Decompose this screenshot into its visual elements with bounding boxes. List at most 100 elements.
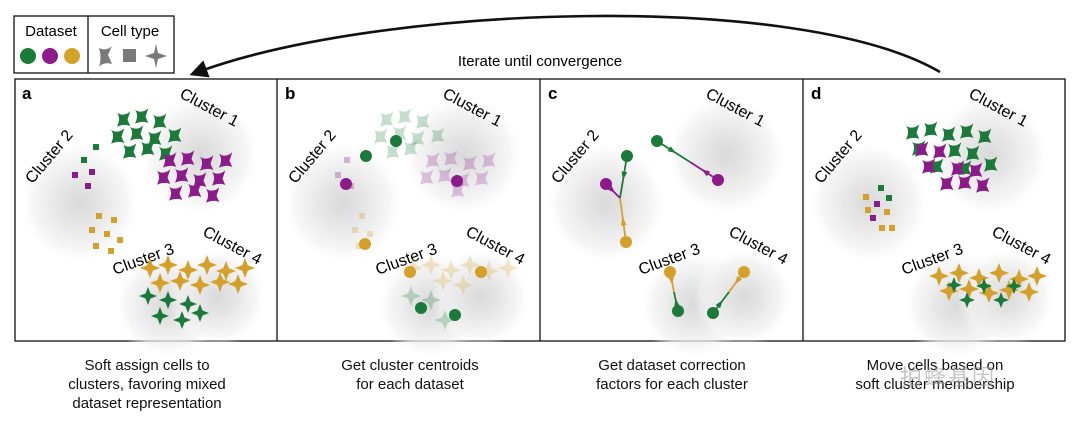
- caption-c-line-2: factors for each cluster: [596, 376, 748, 393]
- wedge-cell: [922, 158, 936, 174]
- square-cell: [865, 207, 871, 213]
- wedge-cell: [411, 130, 425, 146]
- square-cell: [335, 172, 341, 178]
- star-cell: [170, 271, 190, 291]
- centroid-c1-purple: [451, 175, 463, 187]
- caption-c: Get dataset correction factors for each …: [542, 356, 802, 394]
- cluster-4-halo: [431, 247, 531, 347]
- cluster-1-halo: [138, 93, 262, 217]
- star-cell: [939, 281, 959, 301]
- cluster-2-halo: [544, 141, 668, 265]
- caption-d-line-1: Move cells based on: [866, 357, 1004, 374]
- square-cell: [874, 201, 880, 207]
- star-cell: [178, 260, 198, 280]
- star-cell: [159, 291, 177, 309]
- wedge-cell: [206, 187, 220, 203]
- square-cell: [878, 185, 884, 191]
- square-cell: [72, 172, 78, 178]
- star-cell: [197, 255, 217, 275]
- celltype-square-icon: [123, 49, 136, 62]
- wedge-cell: [984, 156, 998, 172]
- centroid-c2-gold: [359, 238, 371, 250]
- watermark: 拍蜂基因: [900, 366, 997, 391]
- star-cell: [979, 283, 999, 303]
- wedge-cell: [420, 169, 434, 185]
- wedge-cell: [212, 170, 226, 186]
- caption-d-line-2: soft cluster membership: [855, 376, 1015, 393]
- cluster-2-halo: [807, 141, 931, 265]
- wedge-cell: [200, 155, 214, 171]
- iterate-arrow: [189, 14, 941, 78]
- star-cell: [441, 260, 461, 280]
- square-cell: [863, 194, 869, 200]
- corr-arrow-c3-gold-head: [668, 276, 674, 285]
- wedge-cell: [966, 145, 980, 161]
- square-cell: [870, 215, 876, 221]
- wedge-cell: [398, 108, 412, 124]
- panel-letter: a: [22, 84, 32, 103]
- star-cell: [989, 263, 1009, 283]
- star-cell: [433, 271, 453, 291]
- star-cell: [1019, 282, 1039, 302]
- caption-a-line-3: dataset representation: [72, 395, 222, 412]
- centroid-c3-gold: [404, 266, 416, 278]
- panel-letter: b: [285, 84, 295, 103]
- star-cell: [150, 273, 170, 293]
- cluster-1-halo: [664, 93, 788, 217]
- star-cell: [401, 286, 421, 306]
- wedge-cell: [444, 150, 458, 166]
- wedge-cell: [948, 142, 962, 158]
- centroid-1: [600, 178, 612, 190]
- caption-d: Move cells based on soft cluster members…: [805, 356, 1065, 394]
- centroid-4: [712, 174, 724, 186]
- star-cell: [151, 307, 169, 325]
- square-cell: [93, 144, 99, 150]
- centroid-c3-green: [415, 302, 427, 314]
- centroid-c2-green: [360, 150, 372, 162]
- centroid-c2-purple: [340, 178, 352, 190]
- wedge-cell: [906, 124, 920, 140]
- square-cell: [344, 157, 350, 163]
- wedge-cell: [475, 170, 489, 186]
- star-cell: [1027, 266, 1047, 286]
- square-cell: [108, 248, 114, 254]
- celltype-wedge-icon: [99, 46, 112, 67]
- cluster-4-halo: [694, 247, 794, 347]
- caption-b: Get cluster centroids for each dataset: [280, 356, 540, 394]
- square-cell: [111, 217, 117, 223]
- cluster-1-halo: [401, 93, 525, 217]
- square-cell: [93, 243, 99, 249]
- square-cell: [89, 227, 95, 233]
- cluster-2-halo: [281, 141, 405, 265]
- wedge-cell: [960, 123, 974, 139]
- star-cell: [946, 277, 962, 293]
- wedge-cell: [219, 152, 233, 168]
- wedge-cell: [374, 128, 388, 144]
- square-cell: [81, 157, 87, 163]
- square-cell: [117, 237, 123, 243]
- centroid-c4-gold: [475, 266, 487, 278]
- corr-arrow-c4-green-head: [715, 300, 723, 309]
- caption-b-line-2: for each dataset: [356, 376, 464, 393]
- legend-celltype-label: Cell type: [101, 23, 159, 40]
- star-cell: [993, 292, 1009, 308]
- star-cell: [929, 266, 949, 286]
- square-cell: [359, 213, 365, 219]
- wedge-cell: [175, 167, 189, 183]
- dataset-green-dot: [20, 48, 36, 64]
- star-cell: [421, 290, 441, 310]
- wedge-cell: [940, 175, 954, 191]
- wedge-cell: [130, 125, 144, 141]
- cluster-4-halo: [957, 247, 1057, 347]
- square-cell: [886, 195, 892, 201]
- wedge-cell: [438, 167, 452, 183]
- star-cell: [235, 258, 255, 278]
- centroid-8: [707, 307, 719, 319]
- star-cell: [139, 287, 157, 305]
- iterate-label: Iterate until convergence: [458, 53, 622, 70]
- star-cell: [453, 275, 473, 295]
- centroid-2: [620, 236, 632, 248]
